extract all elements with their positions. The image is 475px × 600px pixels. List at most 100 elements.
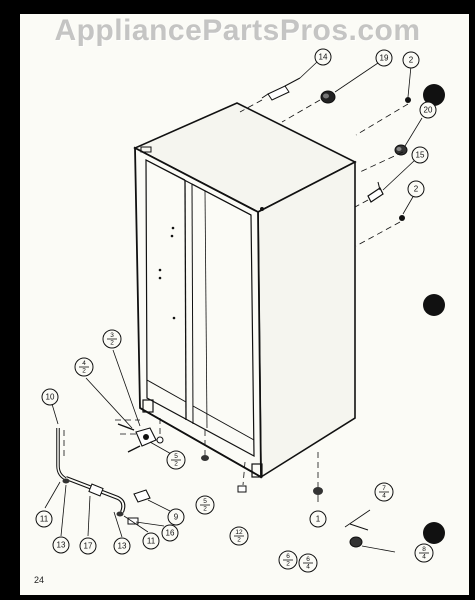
part-8-fitting: [349, 523, 396, 553]
callout-label: 17: [84, 542, 93, 551]
part-tube-17: [65, 476, 126, 513]
page-number: 24: [34, 575, 45, 585]
fraction-callout-f6_4: 64: [298, 553, 318, 573]
leader-lines-top: [299, 61, 423, 215]
fraction-denominator: 2: [286, 561, 290, 568]
part-19-nut: [320, 90, 336, 104]
callout-c11b: 11: [142, 532, 160, 550]
callout-c19: 19: [375, 49, 393, 67]
callout-label: 10: [46, 393, 55, 402]
fraction-denominator: 2: [203, 506, 207, 513]
callout-c13a: 13: [52, 536, 70, 554]
margin-bullet: [423, 84, 445, 106]
fraction-denominator: 2: [110, 340, 114, 347]
callout-c13b: 13: [113, 537, 131, 555]
callout-label: 2: [409, 56, 414, 65]
fraction-callout-f6_2: 62: [278, 550, 298, 570]
callout-c2a: 2: [402, 51, 420, 69]
callout-c20: 20: [419, 101, 437, 119]
callouts-layer: 14 19 2 20 15 2 10 11 13 17 13 11 16 9 1: [35, 48, 437, 555]
fraction-denominator: 2: [174, 461, 178, 468]
callout-c14: 14: [314, 48, 332, 66]
margin-bullet: [423, 294, 445, 316]
fraction-denominator: 4: [422, 554, 426, 561]
shelf-hole: [172, 316, 176, 320]
cabinet-foot: [142, 399, 154, 413]
fraction-numerator: 3: [110, 332, 114, 339]
callout-c11a: 11: [35, 510, 53, 528]
callout-label: 14: [319, 53, 328, 62]
fraction-numerator: 8: [422, 546, 426, 553]
cabinet-inner-depth-top: [145, 159, 186, 181]
callout-label: 11: [147, 537, 156, 546]
callout-label: 9: [174, 513, 179, 522]
shelf-hole: [158, 268, 162, 272]
callout-label: 11: [40, 515, 49, 524]
fraction-numerator: 6: [286, 553, 290, 560]
fraction-denominator: 4: [306, 564, 310, 571]
fraction-numerator: 4: [82, 360, 86, 367]
callout-label: 1: [316, 515, 321, 524]
fraction-numerator: 5: [174, 453, 178, 460]
callout-label: 2: [414, 185, 419, 194]
callout-label: 13: [118, 542, 127, 551]
fraction-callout-f3_2: 32: [102, 329, 122, 349]
fraction-callout-f12_2: 122: [229, 526, 249, 546]
part-1-leveler: [313, 487, 323, 495]
fraction-callout-f4_2: 42: [74, 357, 94, 377]
callout-c16: 16: [161, 524, 179, 542]
top-screw: [260, 207, 264, 211]
cabinet-inner-bottom: [146, 379, 187, 403]
leader-lines-bottom: [44, 349, 371, 538]
part-valve-assembly: [117, 423, 157, 453]
part-16-fitting: [127, 517, 139, 525]
fraction-numerator: 12: [235, 529, 243, 536]
shelf-hole: [171, 226, 175, 230]
part-small-screws: [156, 436, 247, 493]
cabinet-mullion-edge: [191, 183, 194, 425]
callout-c17: 17: [79, 537, 97, 555]
callout-c9: 9: [167, 508, 185, 526]
callout-label: 19: [380, 54, 389, 63]
fraction-callout-f8_4: 84: [414, 543, 434, 563]
fraction-numerator: 6: [306, 556, 310, 563]
part-9-clip: [133, 489, 151, 503]
part-20-fitting: [394, 144, 408, 156]
assembly-lines: [63, 99, 409, 488]
cabinet-inner-back-top: [191, 183, 252, 216]
top-bracket: [140, 146, 152, 153]
shelf-hole: [158, 276, 162, 280]
fraction-callout-f5_2b: 52: [195, 495, 215, 515]
fraction-callout-f7_4: 74: [374, 482, 394, 502]
part-tube-10: [56, 428, 69, 482]
callout-label: 16: [166, 529, 175, 538]
callout-label: 15: [416, 151, 425, 160]
cabinet-inner-back-left: [204, 190, 208, 429]
part-2-screw-right: [399, 215, 405, 221]
part-14-fitting: [261, 77, 301, 101]
callout-c2b: 2: [407, 180, 425, 198]
margin-bullet: [423, 522, 445, 544]
cabinet-foot: [251, 463, 263, 478]
fraction-callout-f5_2a: 52: [166, 450, 186, 470]
part-15-bracket: [367, 181, 384, 203]
callout-label: 20: [424, 106, 433, 115]
shelf-hole: [170, 234, 174, 238]
part-2-screw-top: [405, 97, 411, 103]
callout-c10: 10: [41, 388, 59, 406]
callout-label: 13: [57, 541, 66, 550]
watermark-text: AppliancePartsPros.com: [54, 14, 421, 47]
fraction-numerator: 7: [382, 485, 386, 492]
fraction-numerator: 5: [203, 498, 207, 505]
callout-c1: 1: [309, 510, 327, 528]
part-13-clip: [62, 478, 124, 517]
callout-c15: 15: [411, 146, 429, 164]
cabinet-side-face: [257, 160, 356, 479]
cabinet-inner-bottom-right: [192, 405, 255, 441]
cabinet-mullion: [184, 179, 187, 421]
fraction-denominator: 2: [237, 537, 241, 544]
fraction-denominator: 2: [82, 368, 86, 375]
